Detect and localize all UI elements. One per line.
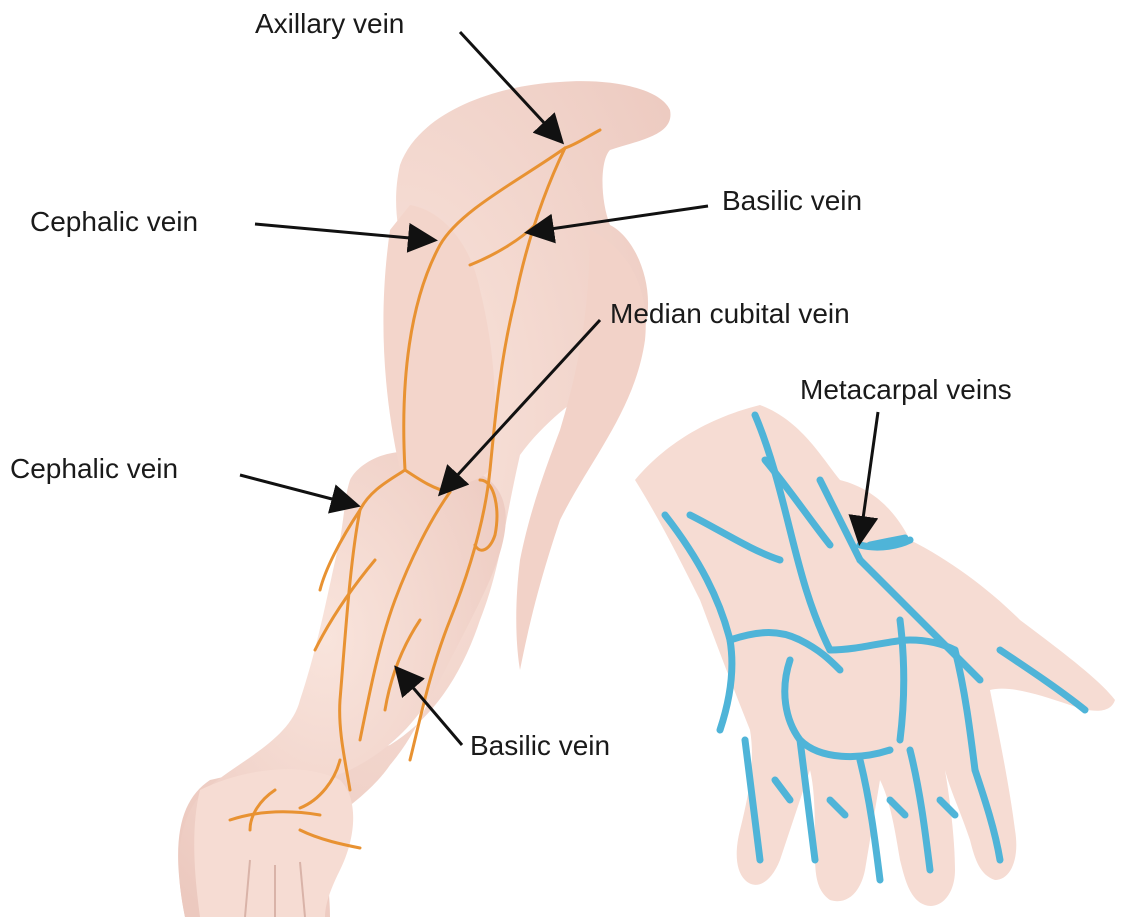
label-cephalic-vein-upper: Cephalic vein (30, 208, 198, 236)
label-basilic-vein-upper: Basilic vein (722, 187, 862, 215)
arm (178, 81, 670, 917)
label-axillary-vein: Axillary vein (255, 10, 404, 38)
label-cephalic-vein-lower: Cephalic vein (10, 455, 178, 483)
label-metacarpal-veins: Metacarpal veins (800, 376, 1012, 404)
label-median-cubital-vein: Median cubital vein (610, 300, 850, 328)
arrow-cephalic-lower (240, 475, 355, 505)
label-basilic-vein-lower: Basilic vein (470, 732, 610, 760)
hand-vein-11 (900, 620, 904, 740)
